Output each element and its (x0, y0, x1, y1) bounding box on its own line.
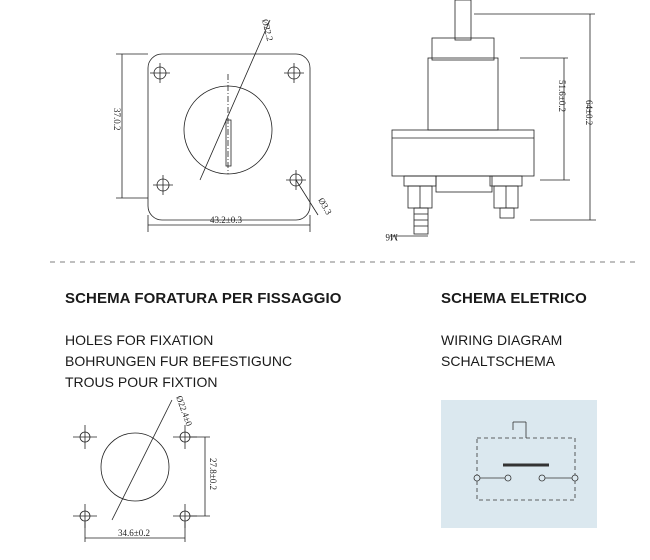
side-view (390, 0, 596, 237)
overall-height-dim-label: 64±0.2 (584, 100, 594, 125)
drill-width-dim-label: 34.6±0.2 (118, 528, 150, 538)
flange-height-dim-label: 37.0.2 (112, 108, 122, 131)
flange-width-dim-label: 43.2±0.3 (210, 215, 242, 225)
wiring-line-1: WIRING DIAGRAM (441, 332, 563, 348)
wiring-schematic (473, 421, 579, 501)
flange-view (116, 19, 319, 232)
wiring-title: SCHEMA ELETRICO (441, 290, 587, 307)
drilling-diagram (73, 399, 210, 542)
drilling-line-1: HOLES FOR FIXATION (65, 332, 214, 348)
wiring-diagram-panel (441, 400, 597, 528)
body-height-dim-label: 51.6±0.2 (557, 80, 567, 112)
drilling-title: SCHEMA FORATURA PER FISSAGGIO (65, 290, 342, 307)
drilling-line-2: BOHRUNGEN FUR BEFESTIGUNC (65, 353, 293, 369)
drilling-line-3: TROUS POUR FIXTION (65, 374, 218, 390)
thread-dim-label: M6 (385, 232, 398, 242)
drill-height-dim-label: 27.8±0.2 (208, 458, 218, 490)
wiring-line-2: SCHALTSCHEMA (441, 353, 556, 369)
drill-hole-dim-label: Ø22.4±0 (174, 394, 194, 428)
mount-hole-dim-label: Ø3.3 (316, 196, 334, 217)
